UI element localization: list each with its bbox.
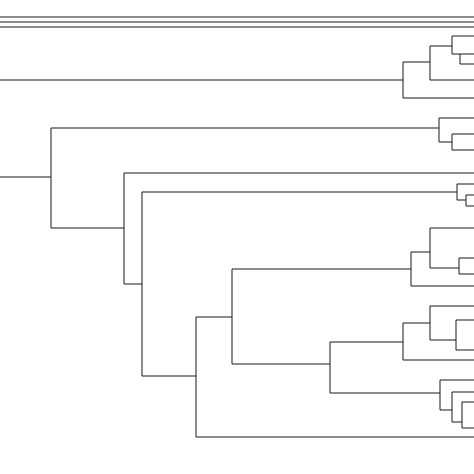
- clade-f: [329, 305, 474, 429]
- top-branch-lines: [0, 16, 474, 28]
- clade-d: [195, 268, 474, 438]
- clade-root: [0, 127, 439, 229]
- clade-c: [456, 183, 474, 207]
- clade-upper: [0, 35, 474, 99]
- clade-e: [410, 227, 474, 287]
- clade-a: [438, 117, 474, 151]
- clade-b: [123, 172, 474, 377]
